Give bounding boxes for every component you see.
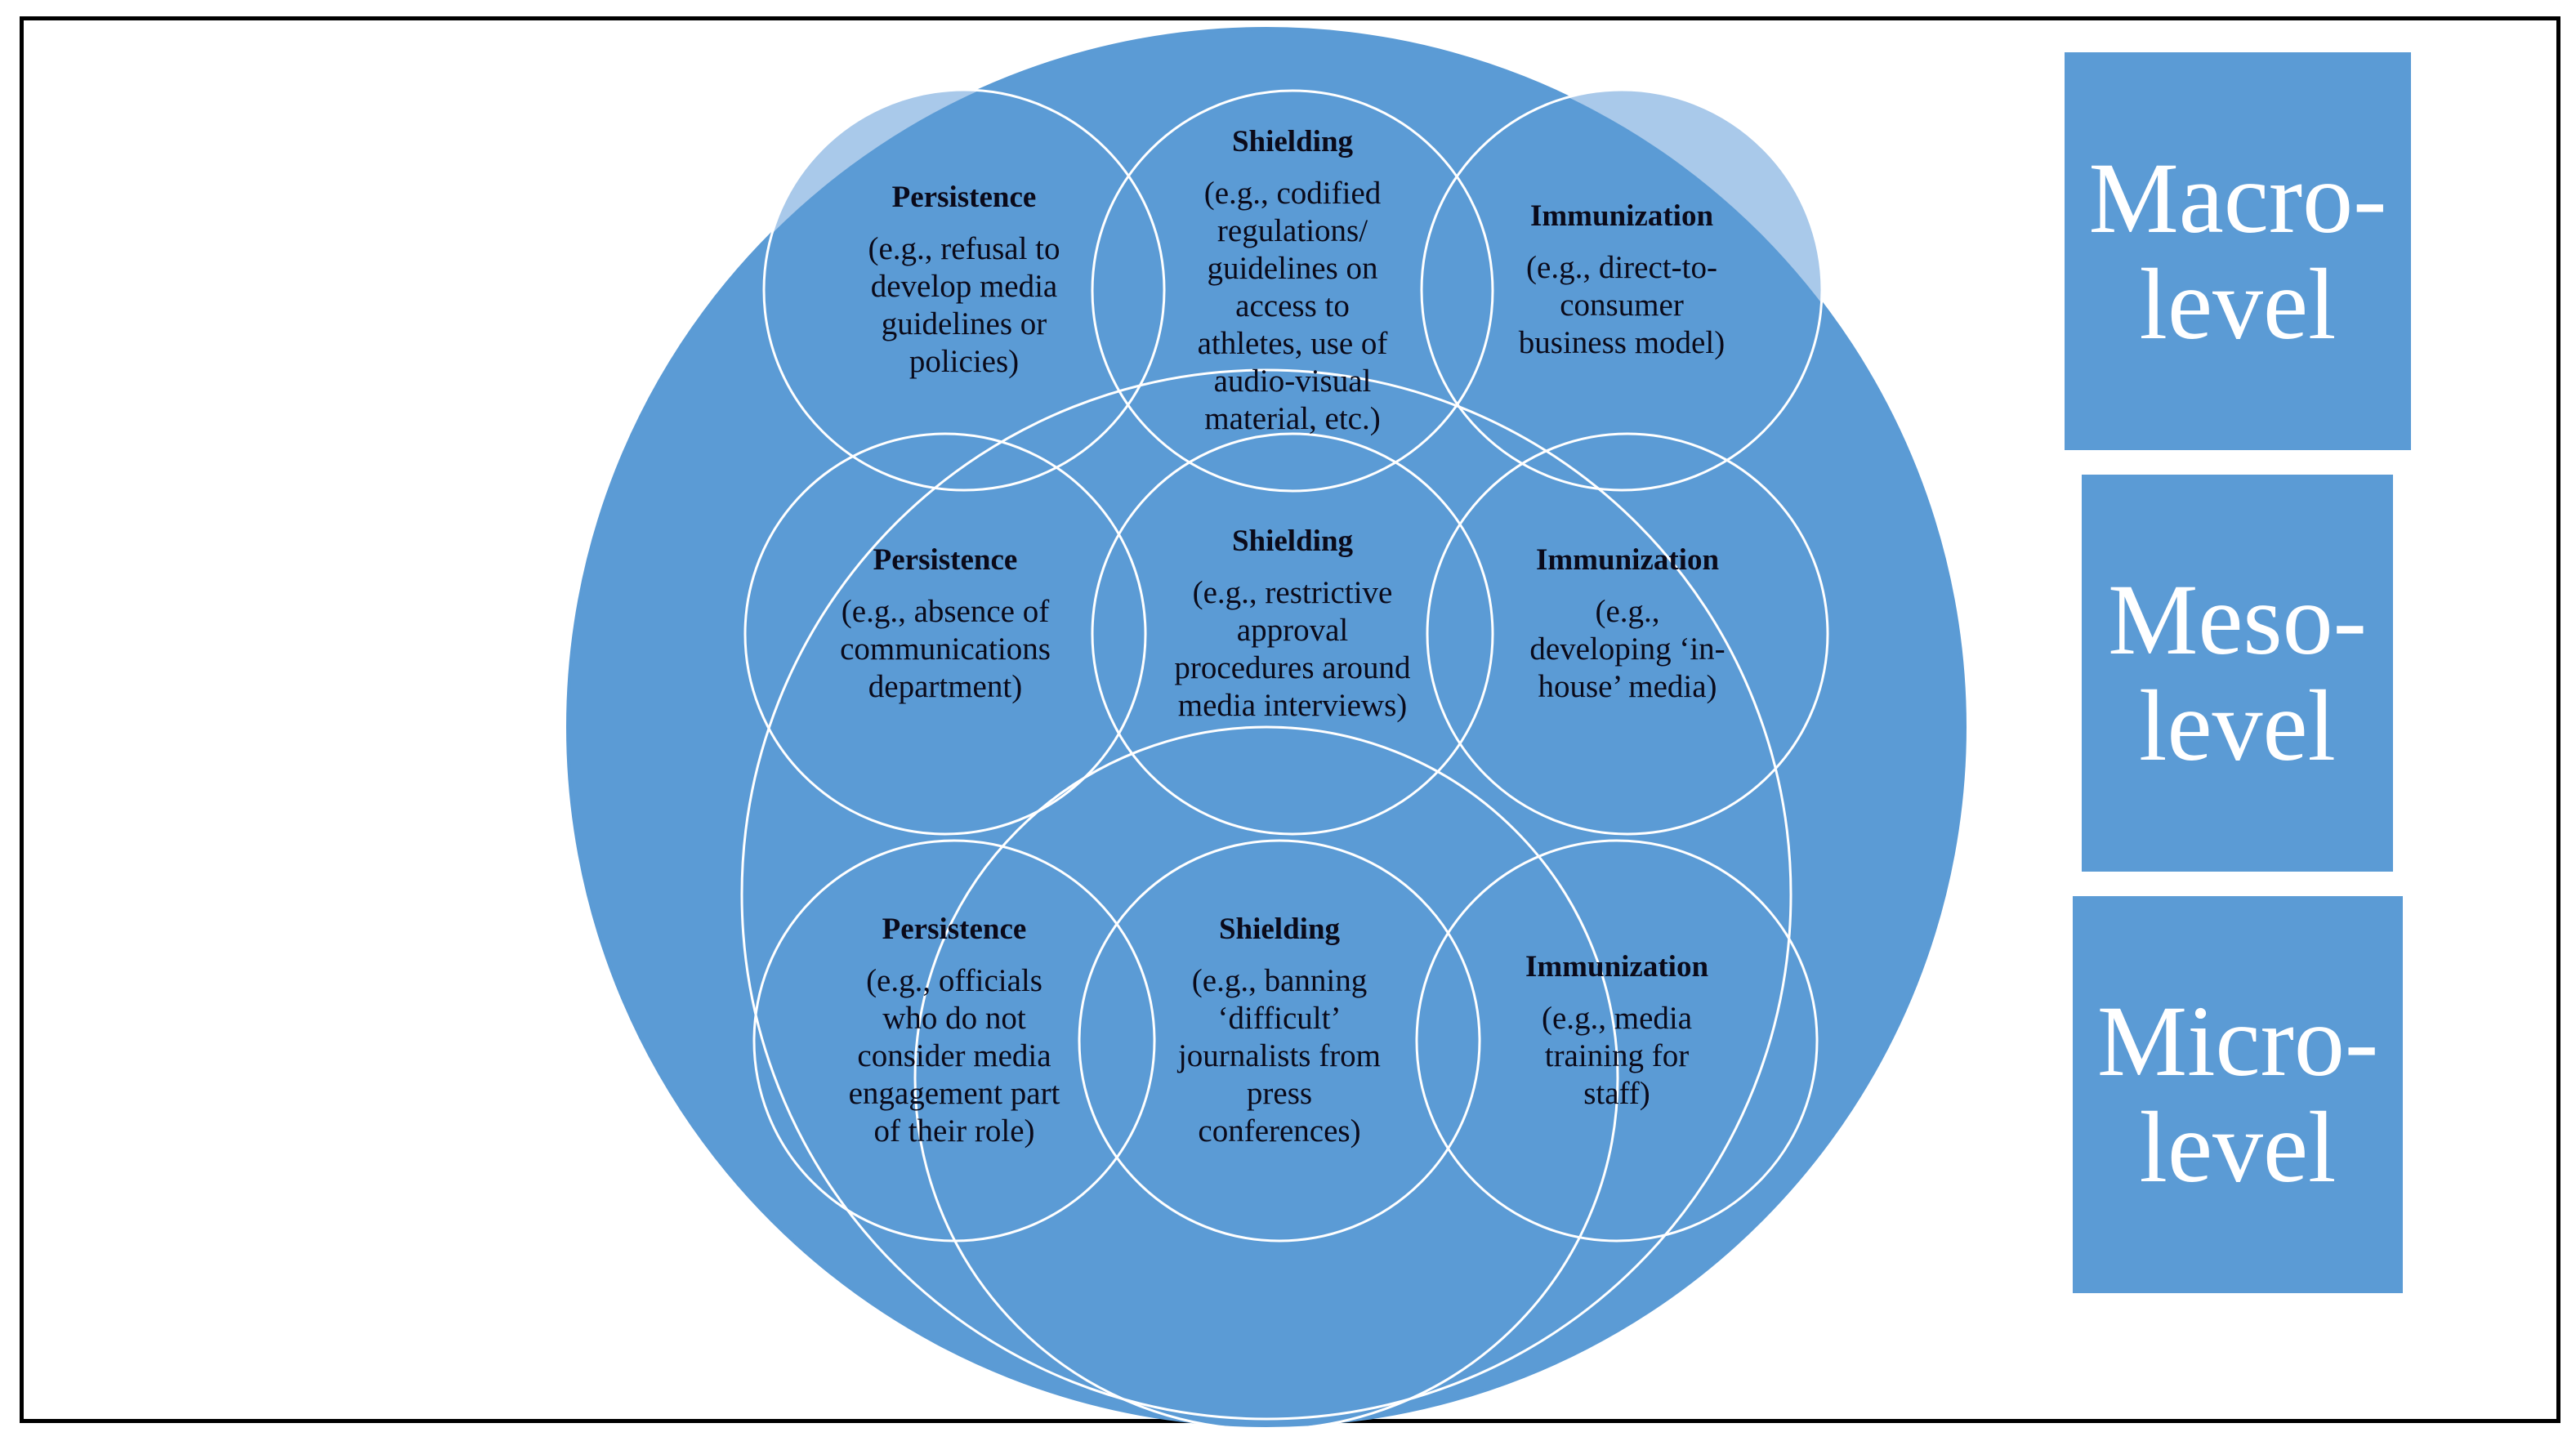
node-overflow-cap [1422,90,1822,490]
micro-shielding-example-line: ‘difficult’ [1218,1001,1342,1036]
meso-immunization-example-line: house’ media) [1538,669,1717,704]
meso-shielding-example-line: procedures around [1174,650,1411,685]
meso-shielding-example-line: (e.g., restrictive [1193,575,1393,610]
macro-shielding-example-line: (e.g., codified [1204,176,1382,211]
meso-shielding-example-line: media interviews) [1178,688,1407,723]
macro-shielding-title: Shielding [1232,125,1354,158]
macro-persistence-example-line: develop media [871,269,1058,304]
micro-level-circle [913,725,1619,1431]
macro-immunization-example-line: consumer [1560,288,1684,323]
macro-shielding-example-line: material, etc.) [1204,401,1380,436]
meso-persistence-example-line: communications [840,631,1051,667]
meso-shielding-example-line: approval [1237,613,1349,648]
macro-persistence-example-line: guidelines or [882,306,1047,341]
macro-shielding-example-line: guidelines on [1207,251,1377,286]
meso-immunization-title: Immunization [1536,543,1720,577]
macro-immunization-circle [1420,88,1824,492]
macro-shielding-example-line: regulations/ [1217,213,1368,248]
macro-persistence-circle [762,88,1166,492]
micro-persistence-example-line: consider media [857,1038,1051,1073]
meso-persistence-circle [743,432,1147,836]
micro-immunization-example-line: staff) [1583,1076,1650,1111]
meso-immunization-example-line: developing ‘in- [1529,631,1725,667]
macro-immunization-title: Immunization [1530,199,1714,233]
micro-persistence-example-line: of their role) [873,1113,1034,1149]
macro-persistence-example-line: policies) [909,344,1019,379]
macro-immunization-example-line: business model) [1519,325,1725,360]
macro-persistence-title: Persistence [892,181,1037,214]
level-box-meso: Meso- level [2082,475,2393,872]
micro-shielding-example-line: conferences) [1198,1113,1360,1149]
macro-persistence-example-line: (e.g., refusal to [868,231,1060,266]
level-box-micro: Micro- level [2073,896,2403,1293]
micro-shielding-example-line: (e.g., banning [1192,963,1367,998]
micro-persistence-title: Persistence [882,912,1027,946]
micro-persistence-example-line: who do not [882,1001,1026,1036]
micro-persistence-example-line: (e.g., officials [866,963,1042,998]
meso-level-circle [740,368,1792,1421]
macro-immunization-example-line: (e.g., direct-to- [1526,250,1717,285]
micro-persistence-circle [752,839,1156,1243]
micro-immunization-title: Immunization [1525,950,1709,984]
level-label-meso: Meso- level [2108,564,2367,782]
micro-shielding-circle [1078,839,1481,1243]
micro-immunization-example-line: (e.g., media [1542,1001,1692,1036]
macro-shielding-example-line: audio-visual [1214,364,1372,399]
meso-shielding-circle [1091,432,1494,836]
meso-persistence-example-line: (e.g., absence of [842,594,1049,629]
micro-immunization-example-line: training for [1545,1038,1690,1073]
micro-shielding-example-line: journalists from [1176,1038,1381,1073]
meso-immunization-example-line: (e.g., [1595,594,1659,629]
meso-persistence-example-line: department) [868,669,1022,704]
level-label-macro: Macro- level [2088,141,2387,360]
meso-shielding-title: Shielding [1232,524,1354,558]
micro-shielding-title: Shielding [1219,912,1341,946]
level-label-micro: Micro- level [2096,985,2379,1203]
meso-persistence-title: Persistence [873,543,1018,577]
macro-shielding-example-line: athletes, use of [1198,326,1388,361]
micro-persistence-example-line: engagement part [849,1076,1060,1111]
meso-immunization-circle [1426,432,1829,836]
node-overflow-cap [764,90,1164,490]
micro-immunization-circle [1415,839,1819,1243]
macro-shielding-example-line: access to [1235,288,1350,323]
micro-shielding-example-line: press [1247,1076,1312,1111]
level-box-macro: Macro- level [2065,52,2411,450]
